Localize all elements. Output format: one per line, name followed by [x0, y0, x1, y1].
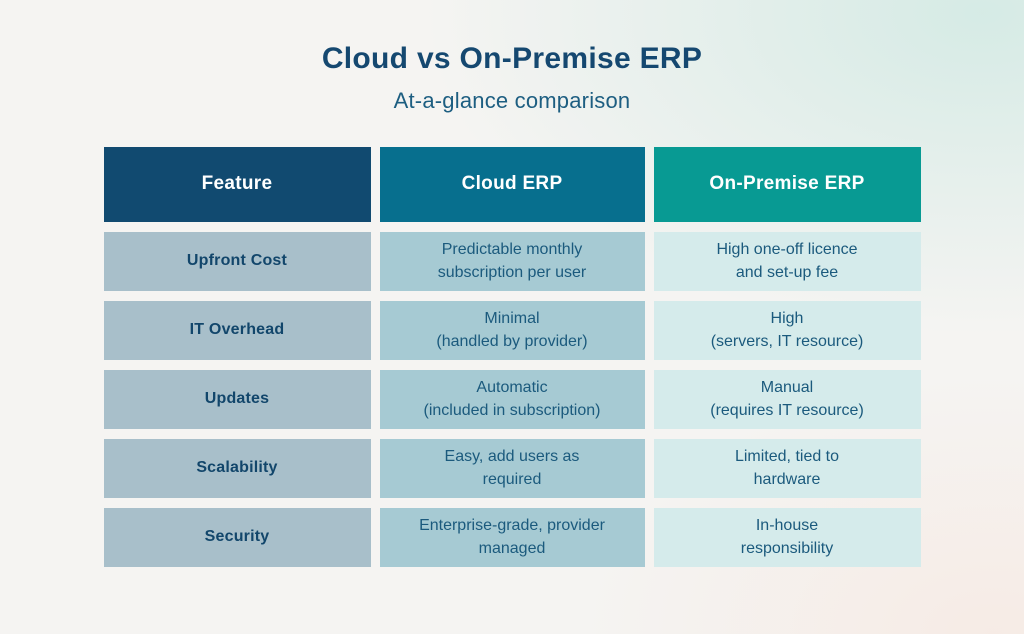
- on-premise-erp-cell: Limited, tied to hardware: [653, 438, 921, 498]
- column-header-on-premise-erp: On-Premise ERP: [653, 146, 921, 222]
- comparison-table: Feature Cloud ERP On-Premise ERP Upfront…: [103, 146, 921, 567]
- column-header-cloud-erp: Cloud ERP: [379, 146, 645, 222]
- cloud-erp-cell: Automatic (included in subscription): [379, 369, 645, 429]
- on-premise-erp-cell: High (servers, IT resource): [653, 300, 921, 360]
- cloud-erp-cell: Easy, add users as required: [379, 438, 645, 498]
- feature-cell-it-overhead: IT Overhead: [103, 300, 371, 360]
- feature-cell-scalability: Scalability: [103, 438, 371, 498]
- on-premise-erp-cell: High one-off licence and set-up fee: [653, 231, 921, 291]
- on-premise-erp-cell: In-house responsibility: [653, 507, 921, 567]
- feature-cell-security: Security: [103, 507, 371, 567]
- cloud-erp-cell: Enterprise-grade, provider managed: [379, 507, 645, 567]
- feature-cell-upfront-cost: Upfront Cost: [103, 231, 371, 291]
- cloud-erp-cell: Predictable monthly subscription per use…: [379, 231, 645, 291]
- on-premise-erp-cell: Manual (requires IT resource): [653, 369, 921, 429]
- page-title: Cloud vs On-Premise ERP: [321, 42, 703, 75]
- cloud-erp-cell: Minimal (handled by provider): [379, 300, 645, 360]
- feature-cell-updates: Updates: [103, 369, 371, 429]
- column-header-feature: Feature: [103, 146, 371, 222]
- heading-block: Cloud vs On-Premise ERP At-a-glance comp…: [0, 42, 1024, 114]
- page-subtitle: At-a-glance comparison: [393, 87, 631, 113]
